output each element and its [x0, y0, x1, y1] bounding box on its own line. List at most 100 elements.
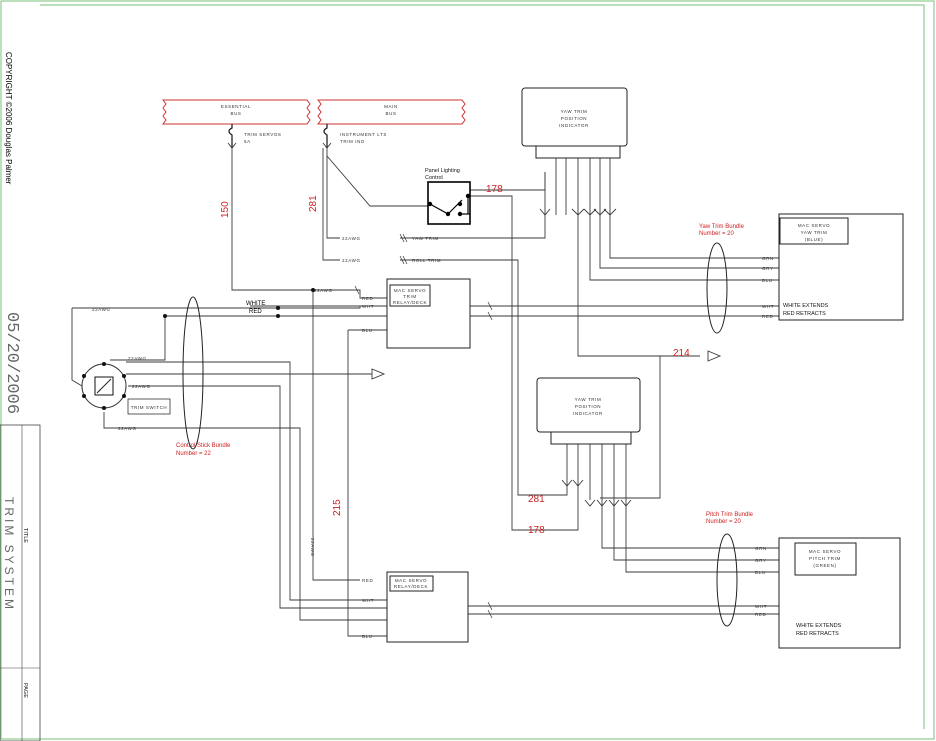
- yaw-wht: WHT: [762, 304, 774, 309]
- wire-178-bottom: 178: [528, 525, 545, 536]
- yaw-servo-line2: YAW TRIM: [801, 230, 828, 235]
- connector-ticks: [354, 233, 493, 619]
- relay-top-pin-blu: BLU: [362, 328, 373, 333]
- main-breaker: [323, 124, 328, 148]
- relay-top-pin-wht: WHT: [362, 304, 374, 309]
- essential-bus: ESSENTIAL BUS: [162, 99, 311, 125]
- indicator-top-line1: YAW TRIM: [561, 109, 588, 114]
- title-block: TITLE TRIM SYSTEM PAGE: [0, 424, 41, 741]
- indicator-mid-line1: YAW TRIM: [575, 397, 602, 402]
- control-bundle-label-2: Number = 22: [176, 451, 212, 457]
- main-bus-line2: BUS: [385, 111, 396, 116]
- pitch-bundle-label-2: Number = 20: [706, 519, 742, 525]
- trim-switch-label: TRIM SWITCH: [131, 405, 168, 410]
- roll-trim-wire-label: ROLL TRIM: [412, 258, 441, 263]
- awg-label-6: 22AWG: [132, 384, 151, 389]
- panel-lighting-label-2: Control: [425, 175, 443, 181]
- awg-label-3: 22AWG: [314, 288, 333, 293]
- pitch-gry: GRY: [755, 558, 766, 563]
- awg-label-1: 22AWG: [342, 236, 361, 241]
- pitch-blu: BLU: [755, 570, 766, 575]
- pitch-bundle-label-1: Pitch Trim Bundle: [706, 512, 754, 518]
- relay-bottom-pin-wht: WHT: [362, 598, 374, 603]
- page-label: PAGE: [22, 683, 28, 698]
- yaw-red: RED: [762, 314, 773, 319]
- indicator-mid-line3: INDICATOR: [573, 411, 603, 416]
- indicator-mid: YAW TRIM POSITION INDICATOR: [536, 377, 641, 445]
- yaw-servo-line1: MAC SERVO: [798, 223, 830, 228]
- control-stick-switch: TRIM SWITCH: [81, 362, 171, 415]
- relay-bottom-line2: RELAY/DECK: [394, 584, 428, 589]
- wiring: [71, 148, 779, 637]
- red-wire-label: RED: [249, 309, 262, 315]
- yaw-servo-retracts: RED RETRACTS: [783, 311, 826, 317]
- awg-label-5: 22AWG: [128, 356, 147, 361]
- title-label: TITLE: [22, 528, 28, 543]
- essential-bus-line2: BUS: [230, 111, 241, 116]
- pitch-servo-retracts: RED RETRACTS: [796, 631, 839, 637]
- pitch-grn: GRN: [755, 546, 767, 551]
- pitch-servo-line1: MAC SERVO: [809, 549, 841, 554]
- wire-281-bottom: 281: [528, 494, 545, 505]
- awg-label-4: 22AWG: [92, 307, 111, 312]
- relay-bottom-pin-red: RED: [362, 578, 373, 583]
- awg-label-7: 22AWG: [118, 426, 137, 431]
- yaw-bundle-label-1: Yaw Trim Bundle: [699, 224, 745, 230]
- main-tap-line2: TRIM IND: [340, 139, 365, 144]
- white-wire-label: WHITE: [246, 301, 265, 307]
- yaw-grn: GRN: [762, 256, 774, 261]
- essential-bus-line1: ESSENTIAL: [221, 104, 251, 109]
- pitch-bundle-ellipse: [716, 533, 738, 627]
- indicator-top-line3: INDICATOR: [559, 123, 589, 128]
- relay-bottom-pin-blu: BLU: [362, 634, 373, 639]
- pitch-wht: WHT: [755, 604, 767, 609]
- essential-breaker: [228, 124, 233, 148]
- relay-top-line2: TRIM: [403, 294, 416, 299]
- drawing-date: 05/20/2006: [2, 312, 21, 414]
- pitch-servo-line2: PITCH TRIM: [809, 556, 841, 561]
- yaw-servo-line3: (BLUE): [805, 237, 823, 242]
- yaw-trim-wire-label: YAW TRIM: [412, 236, 439, 241]
- pitch-servo-extends: WHITE EXTENDS: [796, 623, 842, 629]
- indicator-top-line2: POSITION: [561, 116, 587, 121]
- relay-top-pin-red: RED: [362, 296, 373, 301]
- relay-top-line3: RELAY/DECK: [393, 300, 427, 305]
- title-text: TRIM SYSTEM: [2, 497, 16, 612]
- wire-215: 215: [332, 499, 343, 516]
- wire-281-top: 281: [308, 195, 319, 212]
- yaw-bundle-ellipse: [706, 242, 728, 334]
- essential-tap-line1: TRIM SERVOS: [244, 132, 282, 137]
- indicator-top: YAW TRIM POSITION INDICATOR: [521, 87, 628, 159]
- junction-dots: [163, 288, 315, 318]
- copyright-text: COPYRIGHT ©2006 Douglas Palmer: [4, 52, 13, 185]
- yaw-gry: GRY: [762, 266, 773, 271]
- main-bus: MAIN BUS: [317, 99, 466, 125]
- wire-150: 150: [220, 201, 231, 218]
- yaw-servo: MAC SERVO YAW TRIM (BLUE) WHITE EXTENDS …: [778, 213, 904, 321]
- indicator-mid-line2: POSITION: [575, 404, 601, 409]
- pitch-red: RED: [755, 612, 766, 617]
- main-bus-line1: MAIN: [384, 104, 398, 109]
- pitch-servo: MAC SERVO PITCH TRIM (GREEN) WHITE EXTEN…: [778, 537, 901, 649]
- control-bundle-label-1: Control Stick Bundle: [176, 443, 231, 449]
- main-tap-line1: INSTRUMENT LTS: [340, 132, 387, 137]
- yaw-bundle-label-2: Number = 20: [699, 231, 735, 237]
- relay-top: MAC SERVO TRIM RELAY/DECK: [386, 278, 471, 349]
- awg-label-2: 22AWG: [342, 258, 361, 263]
- wire-178-top: 178: [486, 184, 503, 195]
- relay-top-line1: MAC SERVO: [394, 288, 426, 293]
- relay-bottom: MAC SERVO RELAY/DECK: [386, 571, 469, 643]
- essential-tap-line2: 5A: [244, 139, 251, 144]
- panel-lighting-control: [427, 181, 471, 225]
- panel-lighting-label-1: Panel Lighting: [425, 168, 460, 174]
- relay-bottom-line1: MAC SERVO: [395, 578, 427, 583]
- awg-tag-vertical: 22AWG: [310, 538, 315, 557]
- yaw-servo-extends: WHITE EXTENDS: [783, 303, 829, 309]
- wire-214: 214: [673, 348, 690, 359]
- pitch-servo-line3: (GREEN): [813, 563, 836, 568]
- inner-frame: [40, 4, 925, 729]
- control-stick-bundle-ellipse: [182, 296, 204, 450]
- yaw-blu: BLU: [762, 278, 773, 283]
